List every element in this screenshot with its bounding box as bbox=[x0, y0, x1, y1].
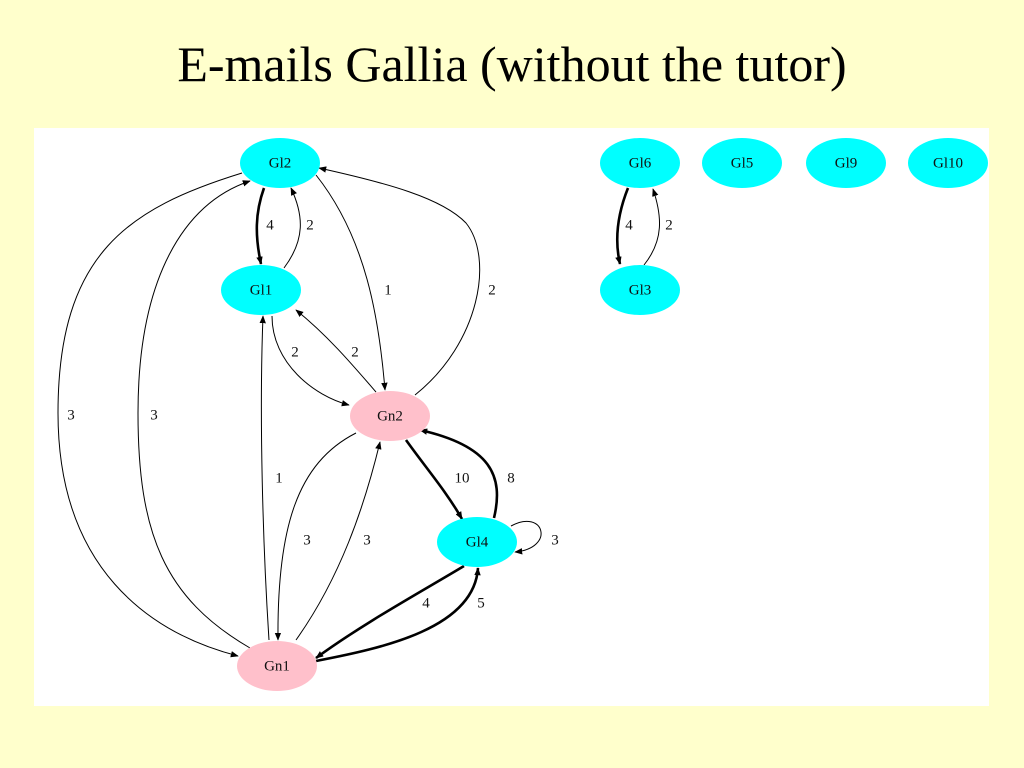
node-shape-gl6 bbox=[600, 138, 680, 188]
edge-gl3-to-gl6 bbox=[643, 188, 660, 266]
edge-label-gl2-to-gn1: 3 bbox=[67, 407, 75, 423]
node-gl5: Gl5 bbox=[702, 138, 782, 188]
edge-label-gn2-to-gn1: 3 bbox=[303, 532, 311, 548]
edge-label-gn1-to-gl1: 1 bbox=[275, 470, 283, 486]
edge-label-gn1-to-gl4: 5 bbox=[477, 595, 485, 611]
edge-gn1-to-gn2 bbox=[295, 441, 382, 641]
node-label-gn2: Gn2 bbox=[377, 408, 403, 424]
node-shape-gn1 bbox=[237, 641, 317, 691]
node-label-gl5: Gl5 bbox=[731, 155, 754, 171]
node-gl2: Gl2 bbox=[240, 138, 320, 188]
edge-label-gn1-to-gn2: 3 bbox=[363, 532, 371, 548]
edge-label-gl1-to-gl2: 2 bbox=[306, 217, 314, 233]
edge-label-gl4-to-gn2: 8 bbox=[507, 470, 515, 486]
node-gl9: Gl9 bbox=[806, 138, 886, 188]
edge-gl6-to-gl3 bbox=[615, 187, 630, 265]
node-shape-gl4 bbox=[437, 517, 517, 567]
node-label-gn1: Gn1 bbox=[264, 658, 290, 674]
node-shape-gl5 bbox=[702, 138, 782, 188]
node-shape-gn2 bbox=[350, 391, 430, 441]
edge-gl2-to-gn1 bbox=[57, 172, 243, 658]
node-gl3: Gl3 bbox=[600, 265, 680, 315]
node-shape-gl2 bbox=[240, 138, 320, 188]
edge-gn2-to-gl4 bbox=[404, 439, 464, 520]
node-shape-gl3 bbox=[600, 265, 680, 315]
edge-label-gl2-to-gl1: 4 bbox=[266, 217, 274, 233]
node-gn1: Gn1 bbox=[237, 641, 317, 691]
node-gl6: Gl6 bbox=[600, 138, 680, 188]
edge-label-gl6-to-gl3: 4 bbox=[625, 217, 633, 233]
edge-gl4-to-gl4 bbox=[510, 520, 542, 555]
node-label-gl6: Gl6 bbox=[629, 155, 652, 171]
edge-gl2-to-gl1 bbox=[255, 187, 266, 265]
node-label-gl2: Gl2 bbox=[269, 155, 292, 171]
node-label-gl1: Gl1 bbox=[250, 282, 273, 298]
node-label-gl10: Gl10 bbox=[933, 155, 963, 171]
edge-gl4-to-gn1 bbox=[315, 564, 465, 660]
edge-label-gl4-to-gn1: 4 bbox=[422, 595, 430, 611]
node-gn2: Gn2 bbox=[350, 391, 430, 441]
edge-label-gn2-to-gl2: 2 bbox=[488, 282, 496, 298]
node-label-gl4: Gl4 bbox=[466, 534, 489, 550]
edge-label-gn2-to-gl4: 10 bbox=[455, 470, 470, 486]
edge-label-gl2-to-gn2: 1 bbox=[384, 282, 392, 298]
edge-gl4-to-gn2 bbox=[419, 428, 499, 519]
edge-gn2-to-gl1 bbox=[295, 309, 377, 393]
node-label-gl3: Gl3 bbox=[629, 282, 652, 298]
node-gl1: Gl1 bbox=[221, 265, 301, 315]
edge-label-gl1-to-gn2: 2 bbox=[291, 344, 299, 360]
node-shape-gl1 bbox=[221, 265, 301, 315]
edge-label-gl3-to-gl6: 2 bbox=[665, 217, 673, 233]
edge-gn1-to-gl4 bbox=[315, 567, 481, 663]
node-label-gl9: Gl9 bbox=[835, 155, 858, 171]
edge-gl2-to-gn2 bbox=[315, 174, 388, 391]
edge-label-gn1-to-gl2: 3 bbox=[150, 407, 158, 423]
edge-gl1-to-gn2 bbox=[271, 315, 350, 407]
node-gl4: Gl4 bbox=[437, 517, 517, 567]
edge-gn1-to-gl1 bbox=[259, 315, 270, 641]
node-shape-gl10 bbox=[908, 138, 988, 188]
edge-gn2-to-gl2 bbox=[318, 166, 481, 396]
edge-gn1-to-gl2 bbox=[137, 180, 251, 649]
node-gl10: Gl10 bbox=[908, 138, 988, 188]
edge-label-gn2-to-gl1: 2 bbox=[351, 344, 359, 360]
slide-title: E-mails Gallia (without the tutor) bbox=[177, 36, 847, 92]
node-shape-gl9 bbox=[806, 138, 886, 188]
edge-label-gl4-to-gl4: 3 bbox=[551, 532, 559, 548]
edge-gn2-to-gn1 bbox=[274, 432, 357, 641]
edge-gl1-to-gl2 bbox=[283, 187, 301, 269]
